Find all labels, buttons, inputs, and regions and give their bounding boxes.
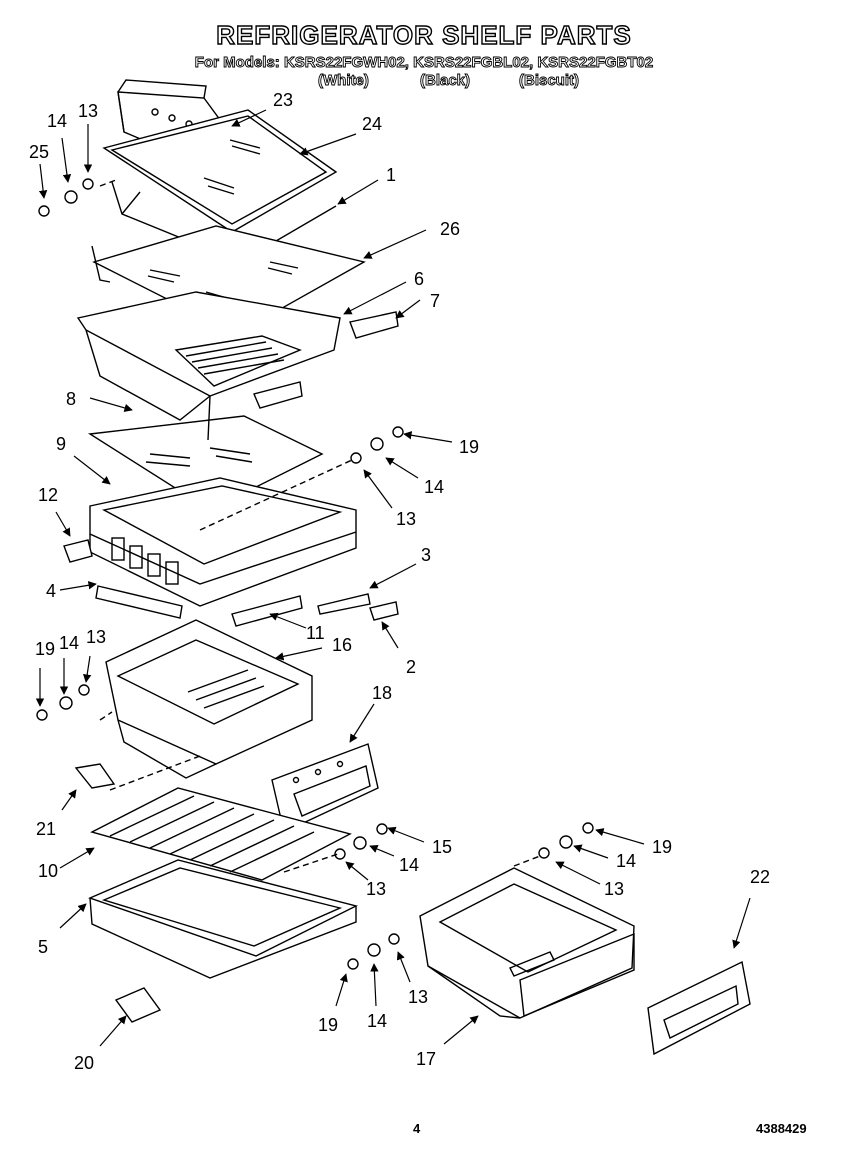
callout-7: 7	[430, 291, 441, 311]
callout-21: 21	[36, 819, 57, 839]
callout-19: 19	[459, 437, 480, 457]
fasteners	[36, 178, 594, 970]
part-6-crisper-cover	[76, 291, 341, 441]
part-11-rail	[231, 595, 303, 627]
part-7-rail	[253, 311, 399, 409]
part-4-rail	[95, 585, 183, 619]
callout-19: 19	[652, 837, 673, 857]
callout-2: 2	[406, 657, 417, 677]
callout-14: 14	[424, 477, 445, 497]
callout-19: 19	[35, 639, 56, 659]
part-9-crisper-frame	[89, 477, 357, 607]
callout-20: 20	[74, 1053, 95, 1073]
callout-25: 25	[29, 142, 50, 162]
callout-14: 14	[399, 855, 420, 875]
part-24-glass-shelf	[102, 109, 338, 233]
callout-1: 1	[386, 165, 397, 185]
diagram-title: REFRIGERATOR SHELF PARTS	[216, 19, 632, 50]
callout-17: 17	[416, 1049, 437, 1069]
callout-14: 14	[367, 1011, 388, 1031]
finish-white-label: (White)	[318, 72, 370, 90]
callout-15: 15	[432, 837, 453, 857]
part-22-drawer-front	[647, 960, 751, 1056]
callout-14: 14	[47, 111, 68, 131]
callout-6: 6	[414, 269, 425, 289]
callout-4: 4	[46, 581, 57, 601]
part-8-glass-insert	[87, 415, 324, 511]
callout-24: 24	[362, 114, 383, 134]
part-20-cap	[114, 987, 162, 1023]
part-2-bracket	[369, 601, 399, 621]
callout-13: 13	[78, 101, 99, 121]
callout-23: 23	[273, 90, 294, 110]
callout-18: 18	[372, 683, 393, 703]
finish-biscuit-label: (Biscuit)	[519, 72, 580, 90]
part-17-drawer	[419, 867, 635, 1019]
part-21-bracket	[74, 763, 116, 789]
part-12-clip	[63, 539, 93, 563]
callout-26: 26	[440, 219, 461, 239]
callout-13: 13	[408, 987, 429, 1007]
callout-10: 10	[38, 861, 59, 881]
callout-16: 16	[332, 635, 353, 655]
callout-8: 8	[66, 389, 77, 409]
callout-13: 13	[86, 627, 107, 647]
callout-13: 13	[366, 879, 387, 899]
callout-5: 5	[38, 937, 49, 957]
finish-black-label: (Black)	[420, 72, 471, 90]
callout-3: 3	[421, 545, 432, 565]
callout-9: 9	[56, 434, 67, 454]
alignment-lines	[99, 179, 541, 873]
leader-arrows	[35, 109, 751, 1047]
part-10-wire-shelf	[90, 787, 352, 881]
callout-13: 13	[604, 879, 625, 899]
callout-13: 13	[396, 509, 417, 529]
part-16-drawer	[105, 619, 313, 779]
callout-11: 11	[306, 623, 325, 643]
callout-14: 14	[616, 851, 637, 871]
model-list: For Models: KSRS22FGWH02, KSRS22FGBL02, …	[194, 54, 654, 72]
document-number: 4388429	[756, 1121, 807, 1136]
callout-12: 12	[38, 485, 59, 505]
part-3-cover	[317, 593, 371, 615]
part-5-frame	[88, 859, 358, 979]
callout-19: 19	[318, 1015, 339, 1035]
callout-14: 14	[59, 633, 80, 653]
callout-22: 22	[750, 867, 771, 887]
page-number: 4	[413, 1121, 421, 1136]
